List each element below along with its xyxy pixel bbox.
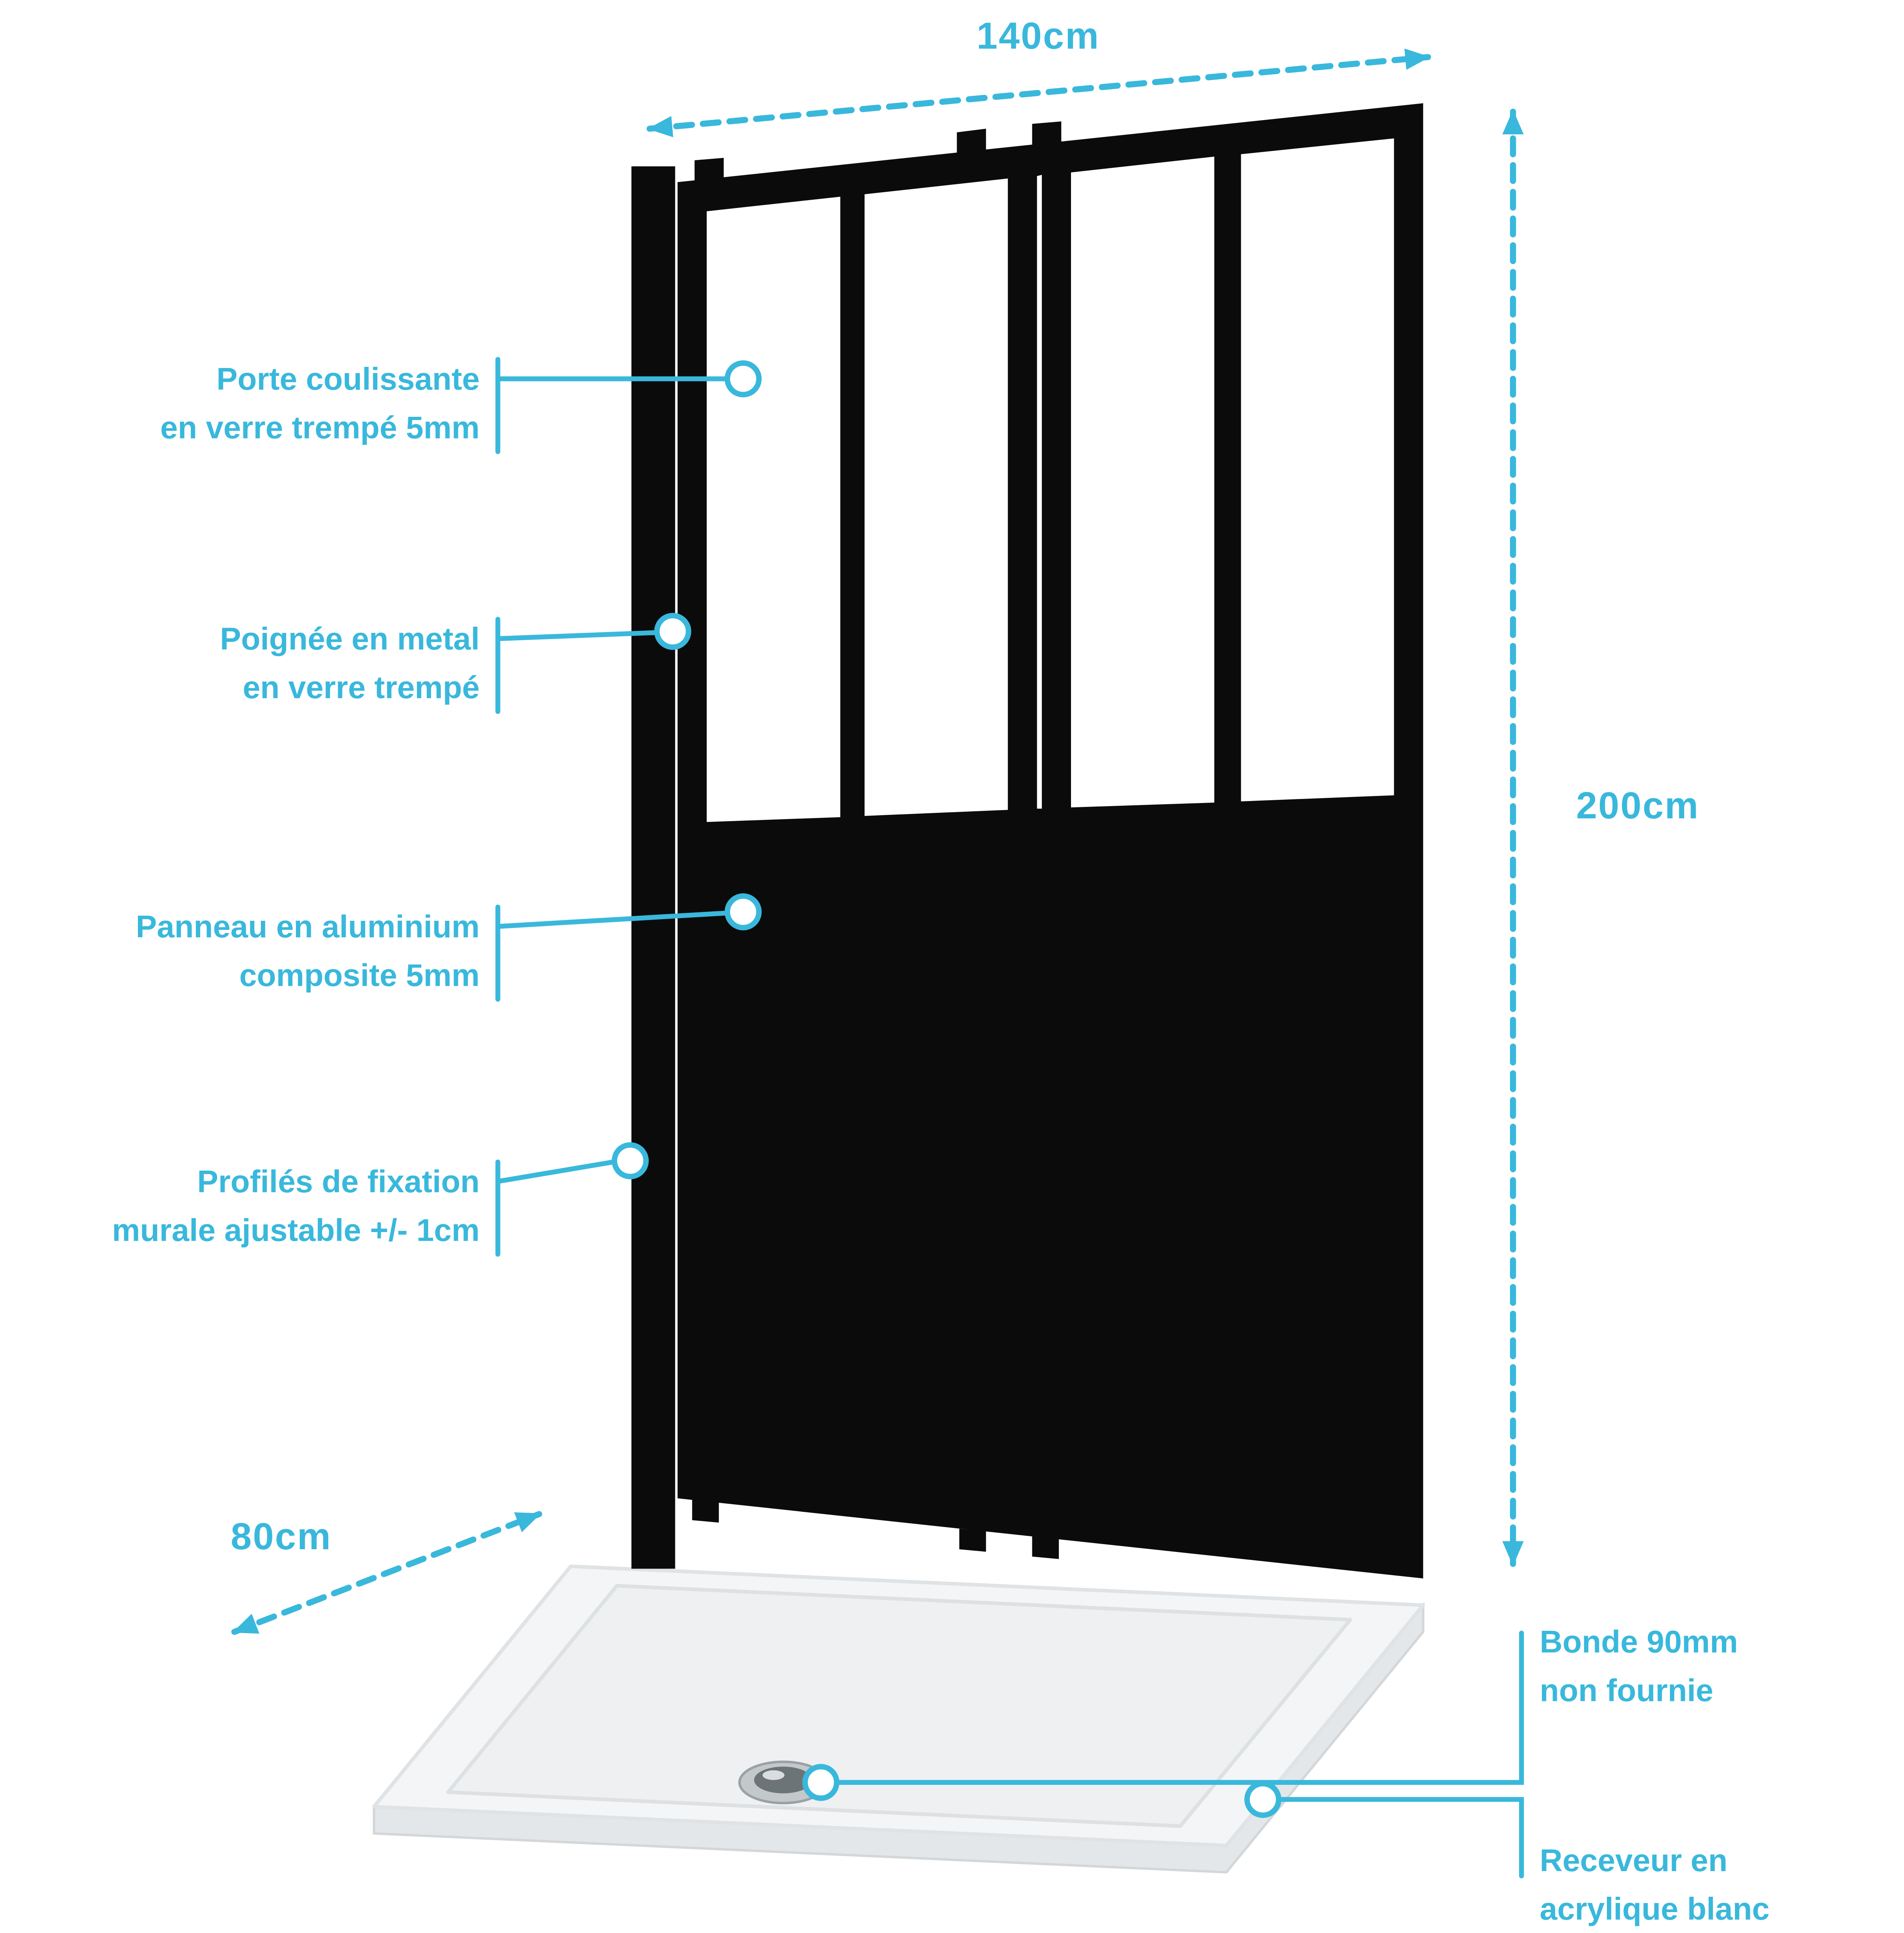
dimension-height-label: 200cm — [1576, 784, 1699, 827]
callout-point-panneau — [724, 893, 762, 931]
label-line: en verre trempé — [242, 669, 480, 706]
roller-bracket-3 — [1032, 121, 1062, 150]
door-gap — [1037, 175, 1042, 809]
tray-inner-basin — [446, 1584, 1352, 1828]
width-dimension-arrow — [646, 48, 1431, 138]
glass-pane-1 — [707, 197, 840, 822]
glass-pane-3 — [1071, 156, 1214, 808]
shower-tray — [372, 1564, 1425, 1874]
label-line: Poignée en metal — [220, 620, 480, 657]
label-line: Porte coulissante — [216, 361, 480, 397]
callout-line-poignee — [495, 617, 658, 714]
roller-bracket-1 — [694, 158, 724, 184]
callout-line-bonde — [835, 1630, 1524, 1785]
callout-points — [612, 360, 1281, 1818]
label-line: non fournie — [1540, 1672, 1714, 1708]
label-line: Receveur en — [1540, 1842, 1728, 1879]
label-line: en verre trempé 5mm — [160, 409, 480, 446]
label-line: Bonde 90mm — [1540, 1623, 1738, 1660]
label-receveur: Receveur en acrylique blanc — [1540, 1836, 1770, 1933]
depth-dimension-arrow — [231, 1511, 542, 1635]
callout-lines — [495, 357, 1524, 1879]
callout-line-panneau — [495, 904, 729, 1002]
callout-line-profiles — [495, 1159, 616, 1257]
callout-line-receveur — [1277, 1797, 1524, 1879]
drain-highlight — [762, 1770, 785, 1780]
roller-bracket-2 — [957, 128, 986, 158]
callout-point-porte — [724, 360, 762, 398]
callout-point-bonde — [802, 1764, 840, 1801]
label-bonde: Bonde 90mm non fournie — [1540, 1617, 1738, 1715]
glass-pane-2 — [865, 178, 1008, 816]
label-line: Panneau en aluminium — [136, 908, 480, 945]
door-assembly-frame — [677, 103, 1423, 1579]
label-line: composite 5mm — [239, 957, 480, 993]
dimension-arrows — [231, 48, 1524, 1635]
callout-point-poignee — [654, 613, 692, 650]
door-foot-3 — [1032, 1536, 1059, 1559]
label-poignee: Poignée en metal en verre trempé — [220, 614, 480, 712]
label-panneau: Panneau en aluminium composite 5mm — [136, 902, 480, 1000]
label-line: Profilés de fixation — [197, 1163, 480, 1200]
wall-fixing-profile — [631, 166, 675, 1569]
dimension-depth-label: 80cm — [231, 1515, 332, 1558]
label-profiles: Profilés de fixation murale ajustable +/… — [112, 1157, 480, 1255]
door-foot-2 — [959, 1528, 986, 1552]
shower-screen — [631, 103, 1423, 1579]
dimension-width-label: 140cm — [976, 14, 1100, 57]
callout-point-receveur — [1244, 1781, 1281, 1818]
door-foot-1 — [692, 1499, 719, 1523]
label-line: murale ajustable +/- 1cm — [112, 1212, 480, 1248]
callout-point-profiles — [612, 1142, 649, 1180]
glass-pane-4 — [1241, 138, 1394, 801]
label-porte-coulissante: Porte coulissante en verre trempé 5mm — [160, 355, 480, 452]
label-line: acrylique blanc — [1540, 1890, 1770, 1927]
callout-line-porte — [495, 357, 729, 454]
